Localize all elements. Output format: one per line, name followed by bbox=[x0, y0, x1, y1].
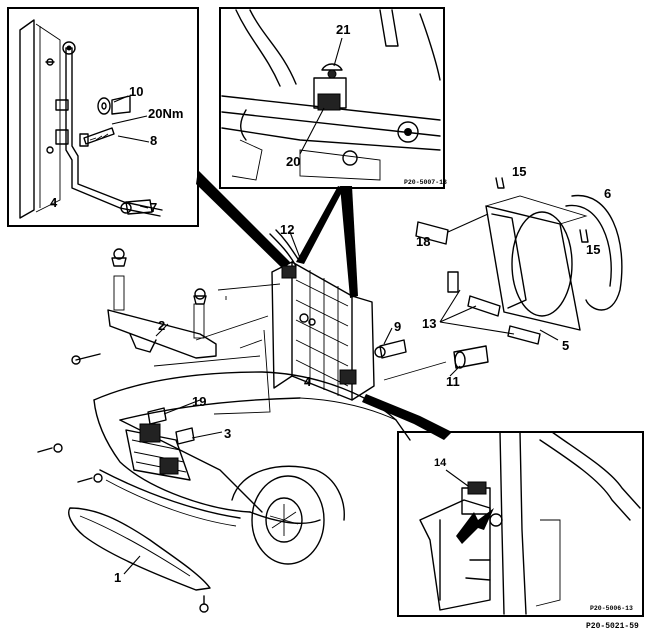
label-7: 7 bbox=[150, 200, 157, 215]
label-15-right: 15 bbox=[586, 242, 600, 257]
hose-11 bbox=[383, 345, 489, 381]
figure-code: P20-5021-59 bbox=[586, 622, 639, 631]
hose-12 bbox=[275, 229, 301, 263]
label-20: 20 bbox=[286, 154, 300, 169]
label-2: 2 bbox=[158, 318, 165, 333]
label-15-top: 15 bbox=[512, 164, 526, 179]
label-5: 5 bbox=[562, 338, 569, 353]
label-9: 9 bbox=[394, 319, 401, 334]
detail-view-top-left: 10 20Nm 8 4 7 bbox=[7, 7, 199, 227]
seal-18 bbox=[415, 213, 489, 245]
radiator-4 bbox=[271, 261, 375, 401]
clip-15b bbox=[579, 229, 589, 243]
leader-lines bbox=[217, 283, 281, 300]
code-p20-5006: P20-5006-13 bbox=[590, 605, 633, 612]
detail-view-bottom-right: 14 P20-5006-13 bbox=[397, 431, 644, 617]
fan-shroud-5 bbox=[485, 195, 588, 331]
label-8: 8 bbox=[150, 133, 157, 148]
clip-15a bbox=[495, 177, 505, 189]
label-6: 6 bbox=[604, 186, 611, 201]
label-12: 12 bbox=[280, 222, 294, 237]
detail-view-top-center: 21 20 P20-5007-13 bbox=[219, 7, 447, 189]
fan-ring-6 bbox=[565, 194, 623, 311]
label-4-detail: 4 bbox=[50, 195, 58, 210]
label-13: 13 bbox=[422, 316, 436, 331]
label-14: 14 bbox=[434, 457, 447, 469]
label-21: 21 bbox=[336, 22, 350, 37]
bracket-2 bbox=[71, 248, 217, 365]
hose-clamp-9 bbox=[374, 339, 407, 359]
car-front-body bbox=[37, 371, 411, 565]
code-p20-5007: P20-5007-13 bbox=[404, 179, 447, 186]
label-3: 3 bbox=[224, 426, 231, 441]
label-1: 1 bbox=[114, 570, 121, 585]
label-11: 11 bbox=[446, 374, 460, 389]
under-panel-1 bbox=[68, 507, 211, 613]
label-4: 4 bbox=[304, 374, 312, 389]
label-18: 18 bbox=[416, 234, 430, 249]
label-19: 19 bbox=[192, 394, 206, 409]
label-20nm: 20Nm bbox=[148, 106, 183, 121]
detail-pointers bbox=[196, 170, 452, 440]
label-10: 10 bbox=[129, 84, 143, 99]
